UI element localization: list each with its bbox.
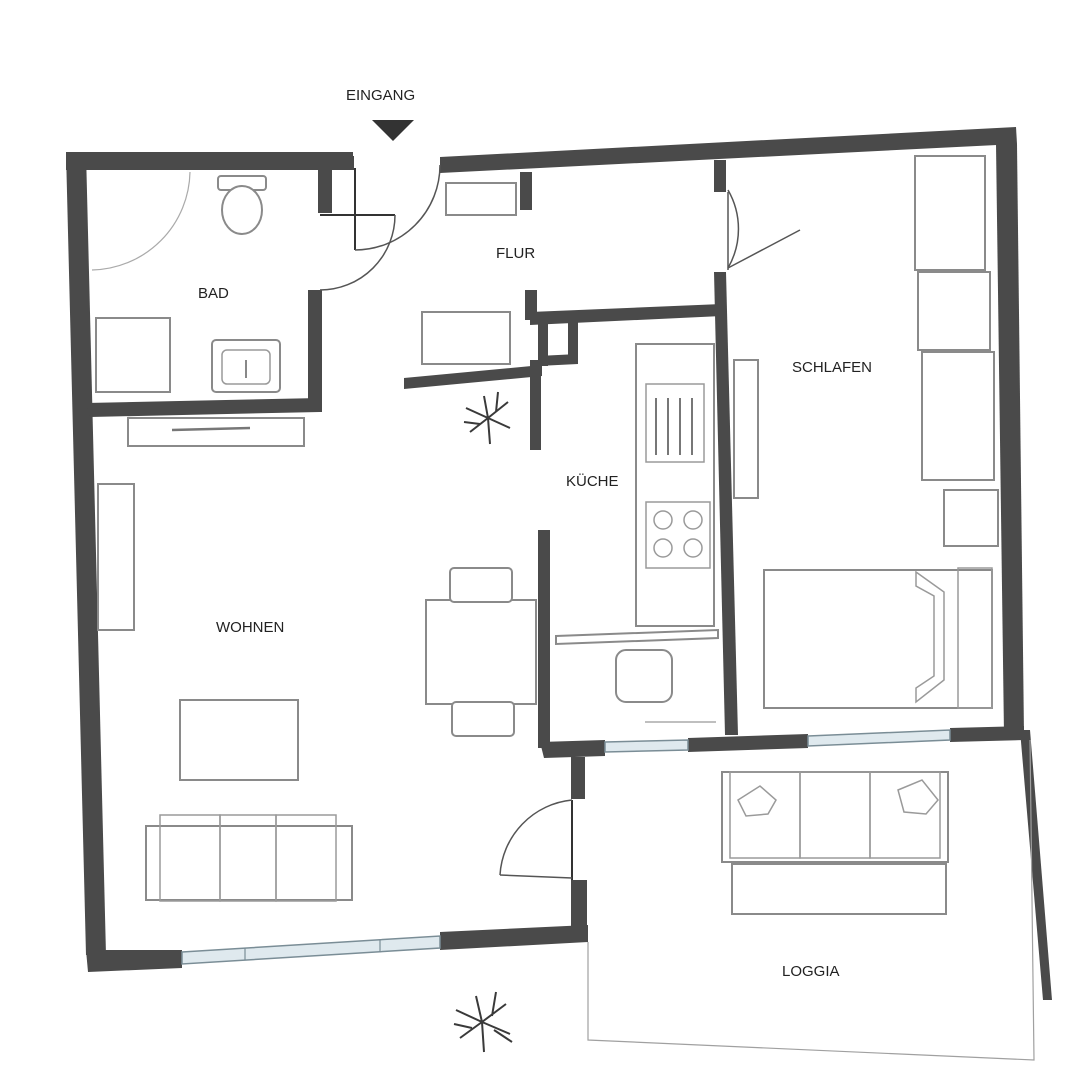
room-label-wohnen: WOHNEN: [216, 619, 284, 636]
wall-bath-right-bottom: [308, 290, 322, 412]
walls: [66, 127, 1052, 1000]
wall-entrance-left-stub: [330, 156, 354, 170]
washbasin-icon: [221, 349, 271, 385]
toilet-icon: [221, 185, 263, 235]
loggia-sofa: [721, 771, 949, 863]
kitchen-stool: [615, 649, 673, 703]
window-kitchen: [604, 739, 689, 753]
wall-kitchen-lower-left: [404, 365, 542, 389]
kitchen-counter: [635, 343, 715, 627]
room-label-bad: BAD: [198, 285, 229, 302]
wall-living-right-lower: [571, 880, 587, 942]
dining-chair-top: [449, 567, 513, 603]
loggia-sofa-seat-3: [869, 771, 941, 859]
dresser: [733, 359, 759, 499]
wall-kitchen-shaft-right: [568, 318, 578, 363]
bathtub: [95, 317, 171, 393]
wall-kitchen-living: [538, 530, 550, 748]
plant-icon: [463, 391, 511, 445]
plant-icon: [453, 991, 513, 1053]
entrance-arrow-icon: [372, 120, 414, 141]
loggia-outline: [587, 739, 1035, 1061]
kitchen-bar: [555, 628, 719, 646]
wardrobe-2: [917, 271, 991, 351]
room-label-loggia: LOGGIA: [782, 963, 840, 980]
wall-kitchen-vertical: [530, 360, 541, 450]
wall-bedroom-left: [714, 272, 738, 735]
shoe-cabinet: [445, 182, 517, 216]
wall-living-right-upper: [571, 757, 585, 799]
wall-outer-right: [996, 144, 1024, 735]
wall-loggia-right: [1020, 730, 1052, 1000]
window-bedroom: [807, 729, 951, 747]
dining-chair-bottom: [451, 701, 515, 737]
room-label-kueche: KÜCHE: [566, 472, 619, 490]
entrance-label: EINGANG: [346, 87, 415, 104]
wall-top-right: [440, 127, 1017, 173]
wall-bottom-living-right: [440, 925, 588, 950]
window-living: [181, 935, 441, 965]
hob-icon: [645, 501, 711, 569]
wall-bedroom-left-top: [714, 160, 726, 192]
room-label-schlafen: SCHLAFEN: [792, 359, 872, 376]
wall-flur-partition-top: [520, 172, 532, 210]
wall-top-bath: [66, 152, 353, 170]
wall-bath-right-top: [318, 158, 332, 213]
sofa: [145, 825, 353, 901]
bed-headboard: [957, 567, 993, 709]
hall-bench: [421, 311, 511, 365]
doors: [91, 164, 801, 880]
wall-bedroom-bottom-right: [950, 726, 1024, 742]
wall-bedroom-bottom-left: [688, 734, 808, 752]
furniture: [95, 155, 999, 915]
wardrobe-1: [914, 155, 986, 271]
loggia-table: [731, 863, 947, 915]
dining-table: [425, 599, 537, 705]
wall-kitchen-shaft-bottom: [538, 354, 578, 366]
wall-bottom-living-left: [86, 950, 182, 972]
coffee-table: [179, 699, 299, 781]
room-label-flur: FLUR: [496, 245, 535, 262]
tv-board: [127, 417, 305, 447]
nightstand: [943, 489, 999, 547]
wall-kitchen-bottom: [540, 740, 605, 758]
wall-bath-bottom: [86, 398, 320, 417]
sofa-seat-3: [275, 814, 337, 902]
pillow-icon: [915, 570, 945, 704]
bed: [763, 569, 993, 709]
windows: [181, 729, 951, 965]
sink-drainer-icon: [645, 383, 705, 463]
wardrobe-3: [921, 351, 995, 481]
wall-kitchen-top: [530, 304, 722, 325]
wall-kitchen-shaft-left: [538, 318, 548, 366]
sideboard: [97, 483, 135, 631]
wall-outer-left: [66, 152, 106, 955]
